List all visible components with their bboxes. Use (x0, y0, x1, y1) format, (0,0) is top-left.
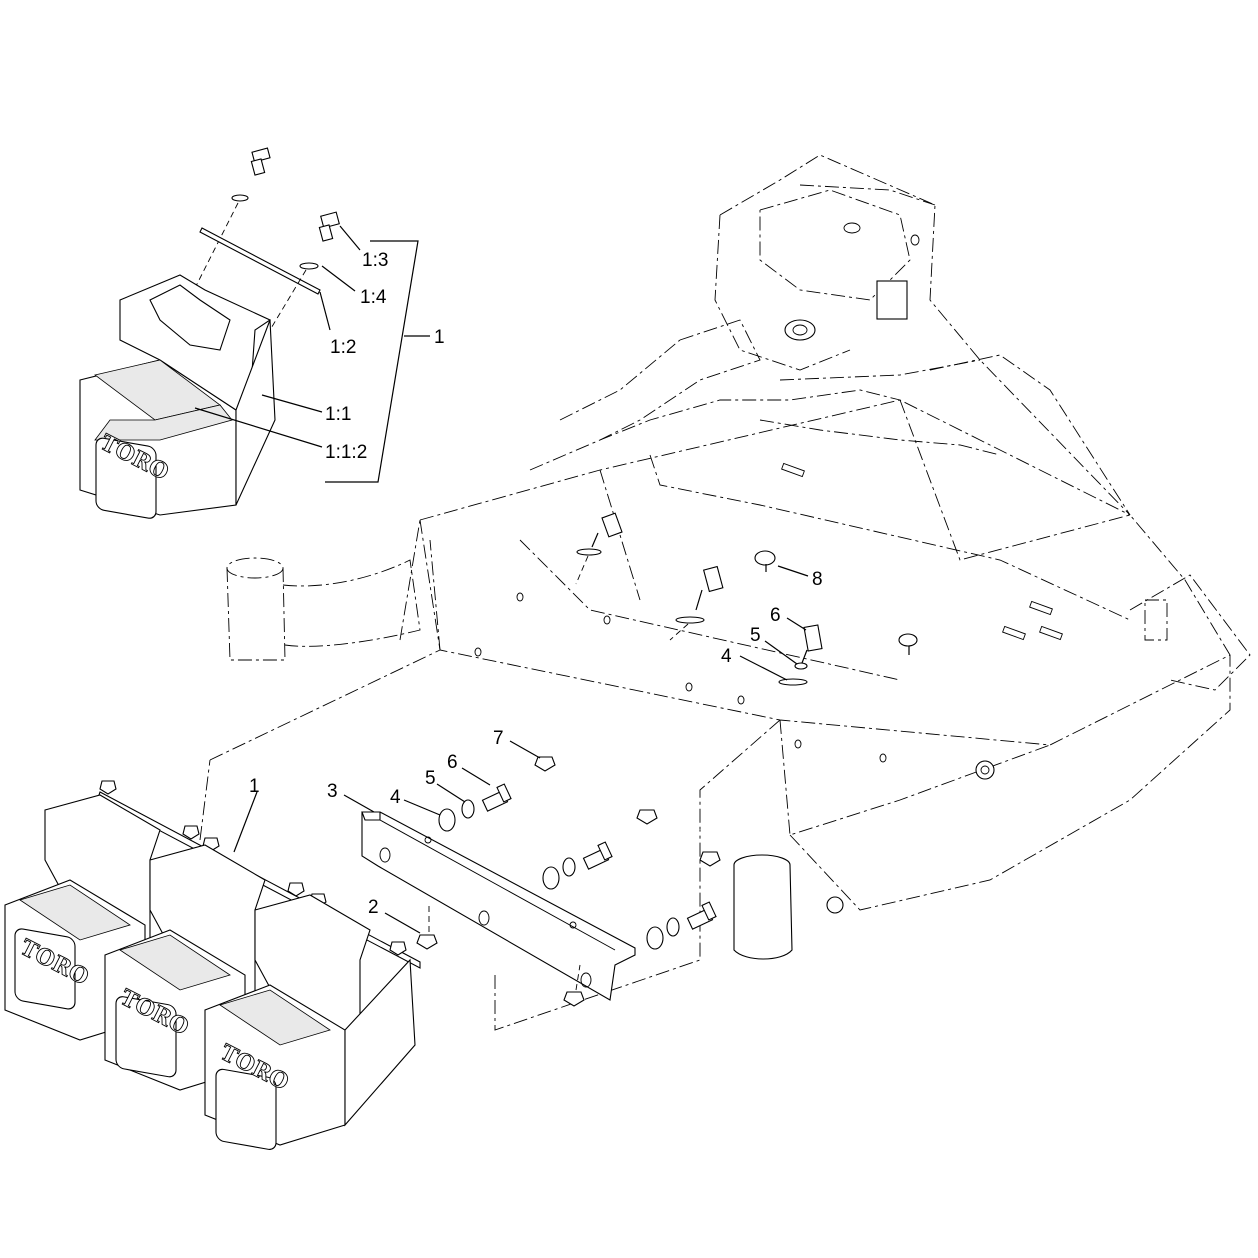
callout-1-4: 1:4 (360, 287, 387, 308)
callout-1-weights: 1 (249, 776, 260, 797)
callout-3: 3 (327, 781, 338, 802)
callouts: 1:3 1:4 1:2 1 1:1 1:1:2 8 6 5 4 7 6 5 4 … (194, 225, 823, 934)
weights-assembly: TORO TORO TORO (4, 780, 421, 1150)
callout-7: 7 (493, 728, 504, 749)
mower-frame (199, 154, 1251, 1031)
flange-nuts (416, 756, 721, 1007)
callout-1-1-2: 1:1:2 (325, 442, 367, 463)
bracket-bolt-row-3 (646, 901, 717, 950)
callout-1-1: 1:1 (325, 404, 351, 425)
callout-1-2: 1:2 (330, 337, 356, 358)
frame-plug-8 (754, 550, 776, 572)
callout-4-frame: 4 (721, 646, 732, 667)
weight-bracket (361, 811, 636, 1001)
callout-1-inset: 1 (434, 327, 445, 348)
bracket-bolt-row-1 (438, 783, 512, 832)
callout-4-bar: 4 (390, 787, 401, 808)
callout-8: 8 (812, 569, 823, 590)
callout-1-3: 1:3 (362, 250, 388, 271)
frame-plug-b (898, 633, 918, 655)
callout-6-frame: 6 (770, 605, 781, 626)
callout-5-frame: 5 (750, 625, 761, 646)
callout-2: 2 (368, 897, 379, 918)
frame-bolt-c (778, 624, 823, 686)
callout-5-bar: 5 (425, 768, 436, 789)
bracket-bolt-row-2 (542, 841, 613, 890)
frame-bolt-b (669, 565, 724, 641)
frame-bolt-a (575, 512, 623, 585)
inset-weight-kit: TORO (79, 147, 340, 519)
callout-6-bar: 6 (447, 752, 458, 773)
